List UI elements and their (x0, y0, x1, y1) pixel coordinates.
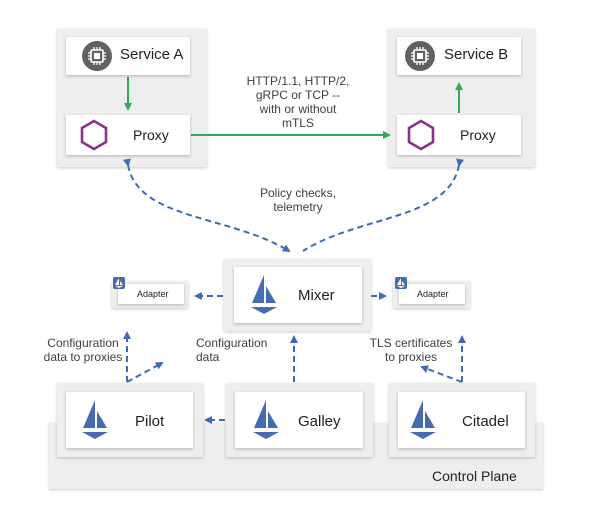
sail-icon (82, 400, 108, 439)
galley-card[interactable] (235, 392, 363, 448)
adapter-right-card[interactable] (399, 284, 465, 304)
citadel-label: Citadel (462, 413, 509, 430)
pilot-diag-arrow (126, 362, 164, 383)
config-data-label: Configuration data (196, 336, 268, 364)
sail-icon (253, 400, 279, 439)
proxy-b-mixer-dashed (302, 158, 465, 252)
adapter-left-card[interactable] (118, 284, 184, 304)
service-a-label: Service A (120, 46, 184, 63)
mixer-card[interactable] (234, 267, 362, 323)
tls-label: TLS certificates to proxies (369, 336, 453, 364)
pilot-label: Pilot (135, 413, 165, 430)
proxy-a-mixer-dashed (122, 158, 291, 253)
sail-icon (395, 277, 407, 289)
proxy-a-card[interactable] (66, 115, 190, 155)
citadel-diag-arrow (420, 365, 463, 383)
hexagon-icon (80, 119, 108, 151)
chip-icon (82, 41, 112, 71)
sail-icon (113, 277, 125, 289)
adapter-left-label: Adapter (137, 289, 169, 299)
hexagon-icon (407, 119, 435, 151)
proxy-link-label: HTTP/1.1, HTTP/2, gRPC or TCP -- with or… (246, 74, 350, 130)
sail-icon (251, 275, 277, 314)
config-proxies-label: Configuration data to proxies (43, 336, 123, 364)
chip-icon (405, 41, 435, 71)
proxy-a-label: Proxy (133, 127, 169, 143)
proxy-b-label: Proxy (460, 127, 496, 143)
service-b-label: Service B (444, 46, 509, 63)
policy-label: Policy checks, telemetry (259, 186, 337, 214)
control-plane-title: Control Plane (432, 468, 517, 484)
adapter-right-label: Adapter (417, 289, 449, 299)
galley-label: Galley (298, 413, 341, 430)
sail-icon (410, 400, 436, 439)
mixer-label: Mixer (298, 287, 335, 304)
